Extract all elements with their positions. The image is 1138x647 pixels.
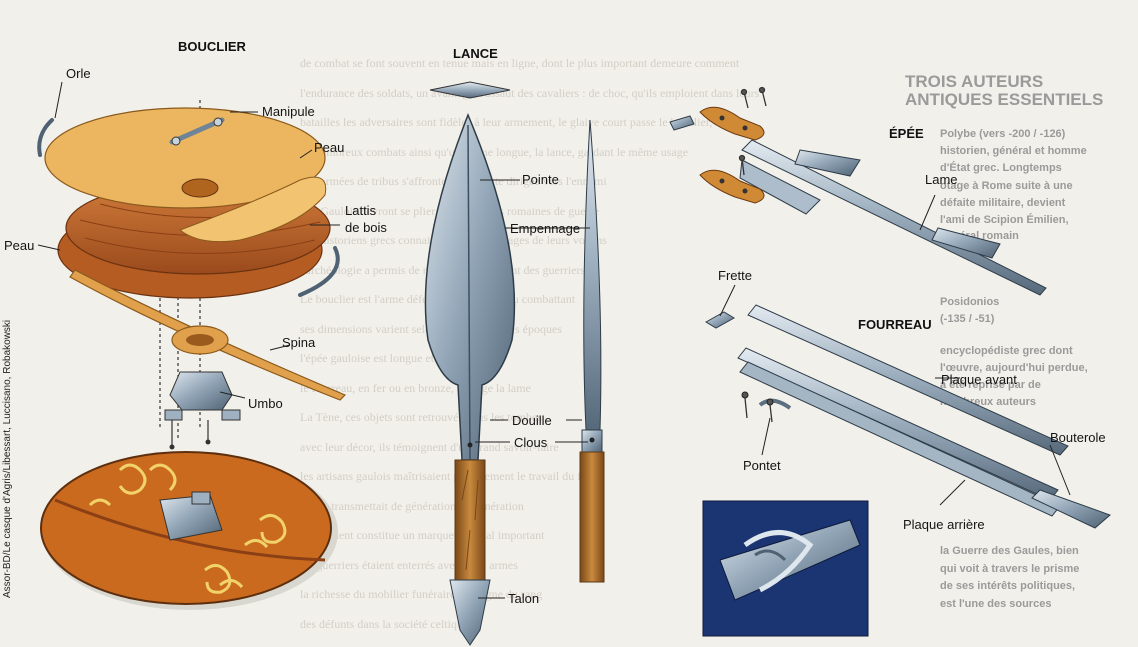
label-plaque-arriere: Plaque arrière	[903, 517, 985, 532]
shield-spiral-decoration	[88, 463, 287, 594]
spear-illustration	[424, 81, 605, 646]
sword-cross-section	[794, 149, 861, 177]
background-text-line: de combat se font souvent en tenue mais …	[300, 56, 740, 70]
scabbard-back-plate	[737, 347, 1059, 501]
sword-blade	[741, 139, 1047, 296]
background-text-line: l'endurance des soldats, un avantage, l'…	[300, 85, 760, 100]
sword-illustration	[669, 86, 1047, 329]
label-clous: Clous	[514, 435, 548, 450]
background-text-line: les artisans gaulois maîtrisaient parfai…	[300, 469, 591, 483]
label-pontet: Pontet	[743, 458, 781, 473]
label-peau-top: Peau	[314, 140, 345, 155]
image-credit: Assor-BD/Le casque d'Agris/Libessart, Lu…	[2, 319, 13, 598]
sidebar-text-line: l'œuvre, aujourd'hui perdue,	[940, 362, 1088, 374]
label-manipule: Manipule	[262, 104, 315, 119]
sidebar-text-line: de ses intérêts politiques,	[940, 580, 1076, 592]
sidebar-text-line: Posidonios	[940, 296, 1000, 308]
label-lattis-line2: de bois	[345, 220, 387, 235]
sidebar-title-line1: TROIS AUTEURS	[905, 72, 1044, 91]
sword-hilt-top	[699, 106, 765, 141]
sidebar-text-line: (-135 / -51)	[940, 313, 995, 325]
label-pointe: Pointe	[522, 172, 559, 187]
scabbard-chape	[1031, 489, 1111, 529]
heading-sword: ÉPÉE	[889, 126, 924, 141]
sidebar-text-line: otage à Rome suite à une	[940, 180, 1073, 192]
spear-nail	[589, 437, 595, 443]
label-umbo: Umbo	[248, 396, 283, 411]
sword-rivets	[738, 86, 767, 176]
spear-nail	[467, 442, 473, 448]
shield-exploded-view	[37, 81, 347, 610]
sidebar-text-line: l'ami de Scipion Émilien,	[940, 214, 1069, 226]
sidebar-text-line: qui voit à travers le prisme	[940, 563, 1080, 575]
spear-shaft-side	[579, 451, 605, 583]
sword-hilt-bottom	[699, 169, 765, 204]
background-text-line: batailles les adversaires sont fidèles à…	[300, 115, 713, 129]
sidebar-text-line: encyclopédiste grec dont	[940, 345, 1073, 357]
label-frette: Frette	[718, 268, 752, 283]
label-bouterole: Bouterole	[1050, 430, 1106, 445]
sidebar-text-line: est l'une des sources	[940, 598, 1052, 610]
sword-cross-section	[931, 227, 1001, 259]
shield-leather-top	[44, 107, 326, 209]
spear-butt-cap	[449, 579, 491, 646]
heading-shield: BOUCLIER	[178, 39, 246, 54]
heading-scabbard: FOURREAU	[858, 317, 932, 332]
background-text-line: La Tène, ces objets sont retrouvés dans …	[300, 410, 543, 424]
sidebar-title-line2: ANTIQUES ESSENTIELS	[905, 90, 1104, 109]
shield-grip-bar	[169, 117, 225, 145]
background-text-line: des défunts dans la société celtique	[300, 616, 469, 631]
sidebar-text-line: d'État grec. Longtemps	[940, 162, 1062, 174]
label-talon: Talon	[508, 591, 540, 606]
label-lattis-line1: Lattis	[345, 203, 377, 218]
background-text-line: avec leur décor, ils témoignent d'un gra…	[300, 439, 559, 454]
shield-hole	[181, 178, 219, 198]
sidebar-text-line: la Guerre des Gaules, bien	[940, 545, 1079, 557]
label-plaque-avant: Plaque avant	[941, 372, 1017, 387]
shield-rim-right	[298, 246, 340, 297]
scabbard-illustration	[702, 304, 1111, 637]
label-peau-left: Peau	[4, 238, 35, 253]
sidebar-text-line: a été reprise par de	[940, 379, 1041, 391]
sword-ferrule	[705, 311, 735, 329]
sword-pommel	[669, 115, 695, 131]
sidebar-text-line: Polybe (vers -200 / -126)	[940, 128, 1066, 140]
label-empennage: Empennage	[510, 221, 581, 236]
shield-leather-flap	[179, 176, 327, 243]
spear-head-side	[583, 119, 602, 431]
shield-assembled	[40, 451, 338, 610]
shield-rim-left	[37, 118, 54, 157]
heading-spear: LANCE	[453, 46, 498, 61]
label-orle: Orle	[66, 66, 91, 81]
spear-shaft	[454, 459, 486, 581]
scabbard-front-plate	[747, 304, 1069, 456]
label-spina: Spina	[282, 335, 316, 350]
label-lame: Lame	[925, 172, 958, 187]
scabbard-loop	[758, 398, 792, 410]
sidebar-text-line: défaite militaire, devient	[940, 197, 1066, 209]
spear-cross-section	[429, 81, 511, 99]
sidebar-text-line: historien, général et homme	[940, 145, 1087, 157]
shield-boss	[169, 371, 233, 411]
label-douille: Douille	[512, 413, 552, 428]
